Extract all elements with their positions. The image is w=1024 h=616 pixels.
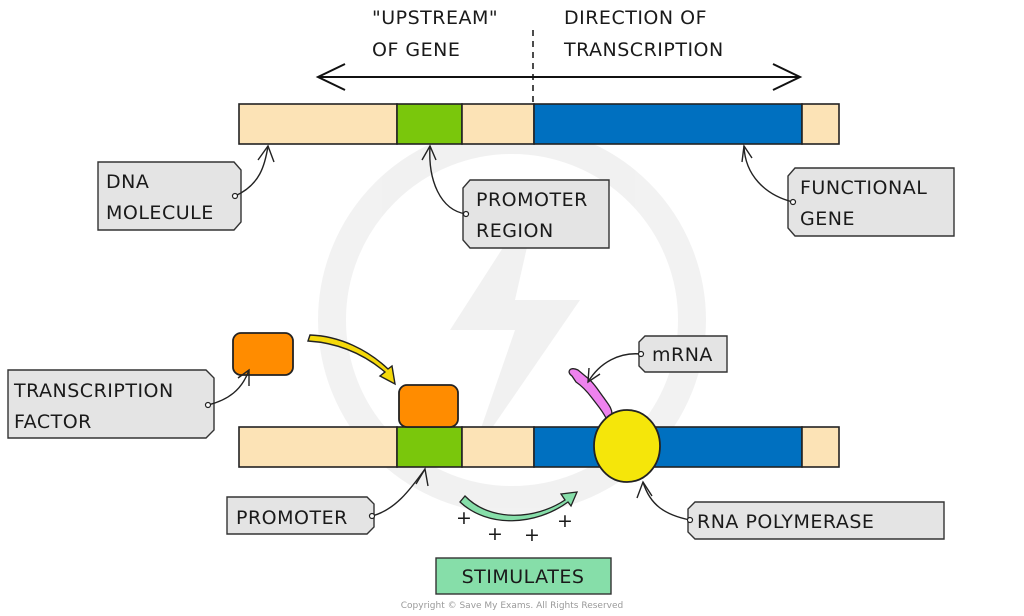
direction-label-line2: TRANSCRIPTION bbox=[563, 39, 724, 61]
plus-sign: + bbox=[524, 524, 540, 546]
promoter-segment bbox=[396, 103, 463, 145]
plus-sign: + bbox=[557, 510, 573, 532]
functional-gene-label-line2: GENE bbox=[800, 208, 855, 230]
upstream-noncoding-segment bbox=[238, 426, 398, 468]
transcription-factor-tag: TRANSCRIPTION FACTOR bbox=[7, 368, 250, 439]
promoter-region-label-line1: PROMOTER bbox=[476, 189, 588, 211]
stimulates-box: STIMULATES bbox=[435, 557, 612, 595]
plus-sign: + bbox=[487, 523, 503, 545]
binding-movement-arrow bbox=[307, 334, 396, 386]
plus-sign: + bbox=[456, 507, 472, 529]
dna-molecule-label-line2: MOLECULE bbox=[106, 202, 214, 224]
dna-molecule-label-line1: DNA bbox=[106, 171, 149, 193]
direction-double-arrow bbox=[315, 63, 803, 91]
mrna-strand bbox=[568, 368, 613, 419]
functional-gene-segment bbox=[533, 103, 803, 145]
mrna-label: mRNA bbox=[652, 344, 713, 366]
functional-gene-tag: FUNCTIONAL GENE bbox=[741, 144, 955, 237]
promoter-label: PROMOTER bbox=[236, 507, 348, 529]
rna-polymerase-label: RNA POLYMERASE bbox=[697, 511, 874, 533]
copyright-text: Copyright © Save My Exams. All Rights Re… bbox=[401, 601, 623, 611]
spacer-noncoding-segment bbox=[461, 103, 535, 145]
free-transcription-factor bbox=[232, 332, 294, 376]
top-dna-strand bbox=[238, 103, 840, 145]
bound-transcription-factor bbox=[398, 384, 459, 428]
promoter-segment bbox=[396, 426, 463, 468]
functional-gene-segment bbox=[533, 426, 803, 468]
functional-gene-label-line1: FUNCTIONAL bbox=[800, 177, 927, 199]
direction-label-line1: DIRECTION OF bbox=[564, 7, 707, 29]
spacer-noncoding-segment bbox=[461, 426, 535, 468]
upstream-label-line2: OF GENE bbox=[372, 39, 460, 61]
transcription-factor-label-line1: TRANSCRIPTION bbox=[13, 380, 174, 402]
upstream-label-line1: "UPSTREAM" bbox=[372, 7, 498, 29]
promoter-tag: PROMOTER bbox=[226, 467, 429, 535]
stimulates-label: STIMULATES bbox=[462, 566, 585, 588]
downstream-noncoding-segment bbox=[801, 426, 840, 468]
bottom-dna-strand bbox=[238, 426, 840, 468]
rna-polymerase bbox=[593, 409, 661, 483]
upstream-noncoding-segment bbox=[238, 103, 398, 145]
promoter-region-tag: PROMOTER REGION bbox=[421, 144, 610, 249]
rna-polymerase-tag: RNA POLYMERASE bbox=[636, 480, 945, 540]
promoter-region-label-line2: REGION bbox=[476, 220, 554, 242]
transcription-factor-label-line2: FACTOR bbox=[14, 411, 92, 433]
dna-molecule-tag: DNA MOLECULE bbox=[97, 144, 275, 231]
stimulate-arrow bbox=[459, 491, 579, 522]
downstream-noncoding-segment bbox=[801, 103, 840, 145]
mrna-tag: mRNA bbox=[587, 335, 728, 384]
